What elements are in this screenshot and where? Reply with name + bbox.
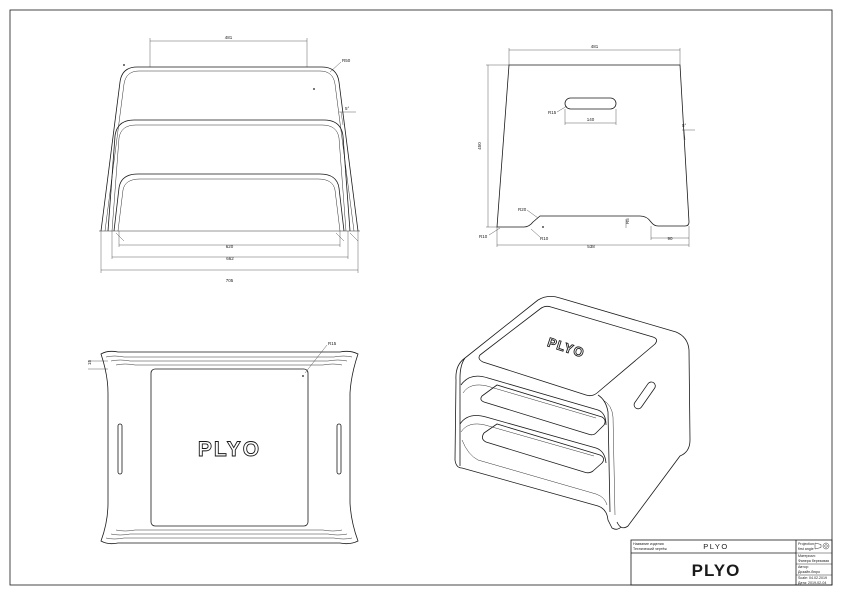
front-tier3-outer (113, 173, 345, 232)
front-tier2-inner (111, 124, 347, 232)
side-foot-width-label: 90 (667, 236, 673, 241)
iso-front-edge (454, 357, 622, 530)
front-inner-width-label: 620 (226, 244, 234, 249)
side-handle-slot (564, 97, 617, 110)
side-r20-label: R20 (518, 207, 527, 212)
svg-text:Фанера березовая: Фанера березовая (798, 559, 829, 563)
iso-tier3-inner (460, 423, 595, 457)
front-mid-width-label: 662 (226, 256, 234, 261)
title-block-logo: PLYO (692, 561, 741, 580)
svg-text:Автор:: Автор: (798, 565, 809, 569)
top-edge-line-5 (110, 533, 348, 536)
top-outer-contour (100, 350, 359, 545)
title-name-label-2: Технический чертёж (633, 547, 667, 551)
front-tier3-inner (117, 178, 341, 232)
side-r10-right-label: R10 (540, 236, 549, 241)
iso-tier2-outer (460, 375, 607, 426)
iso-shell-right-inner (602, 399, 616, 516)
iso-view-logo: PLYO (546, 334, 587, 360)
iso-tier2-inner (462, 384, 597, 419)
top-view-logo: PLYO (198, 438, 261, 461)
iso-seat-panel (478, 305, 657, 397)
iso-shell-right (597, 394, 611, 513)
iso-handle-slot (633, 381, 656, 410)
front-view: 481 R50 5° 620 662 705 (99, 35, 360, 283)
iso-foot-line (461, 439, 608, 506)
top-edge-line-1 (105, 355, 353, 358)
side-angle-label: 5° (682, 123, 687, 128)
title-product-name: PLYO (703, 542, 728, 551)
iso-shell-left (459, 357, 466, 466)
side-contour (496, 64, 690, 228)
iso-tier2-shelf (480, 384, 606, 436)
front-tier2-outer (107, 119, 351, 232)
iso-tier3-outer (459, 415, 607, 464)
title-projection-label: Projection (798, 542, 814, 546)
svg-text:Дизайн-бюро: Дизайн-бюро (798, 570, 820, 574)
top-edge-line-6 (115, 529, 343, 532)
top-view: PLYO R15 15 (87, 341, 359, 545)
top-handle-slot-right (336, 423, 342, 475)
iso-tier3-shelf (482, 423, 604, 474)
top-edge-line-3 (115, 363, 343, 366)
top-seat-panel (150, 368, 309, 527)
front-top-width-label: 481 (225, 35, 233, 40)
isometric-view: PLYO (454, 296, 691, 530)
side-top-width-label: 481 (591, 44, 599, 49)
side-r10-left-label: R10 (479, 234, 488, 239)
side-bottom-width-label: 538 (587, 244, 595, 249)
title-scale-label: Scale: 04.02.2019 (798, 576, 827, 580)
svg-text:first angle: first angle (798, 547, 814, 551)
front-total-width-label: 705 (226, 278, 234, 283)
top-edge-line-2 (110, 359, 348, 362)
side-handle-radius-label: R15 (548, 110, 557, 115)
front-outer-inner-line (104, 70, 355, 232)
side-view: 481 450 R15 140 5° R20 R10 R10 R5 (477, 44, 695, 249)
title-name-label-1: Название изделия (633, 542, 664, 546)
title-block (630, 539, 833, 586)
top-offset-label: 15 (87, 359, 92, 365)
top-handle-slot-left (117, 423, 123, 475)
side-handle-length-label: 140 (587, 117, 595, 122)
front-angle-label: 5° (345, 106, 350, 111)
svg-text:Материал:: Материал: (798, 554, 816, 558)
front-radius-label: R50 (342, 58, 351, 63)
title-date-label: Дата: 2019-02-04 (798, 581, 826, 585)
top-radius-label: R15 (328, 341, 337, 346)
side-r5-label: R5 (625, 218, 630, 224)
iso-top-surface (464, 296, 691, 529)
projection-symbol-icon (814, 542, 830, 550)
side-height-label: 450 (477, 142, 482, 150)
top-edge-line-4 (105, 537, 353, 540)
sheet-frame (9, 9, 833, 586)
front-outer-contour (100, 66, 359, 232)
